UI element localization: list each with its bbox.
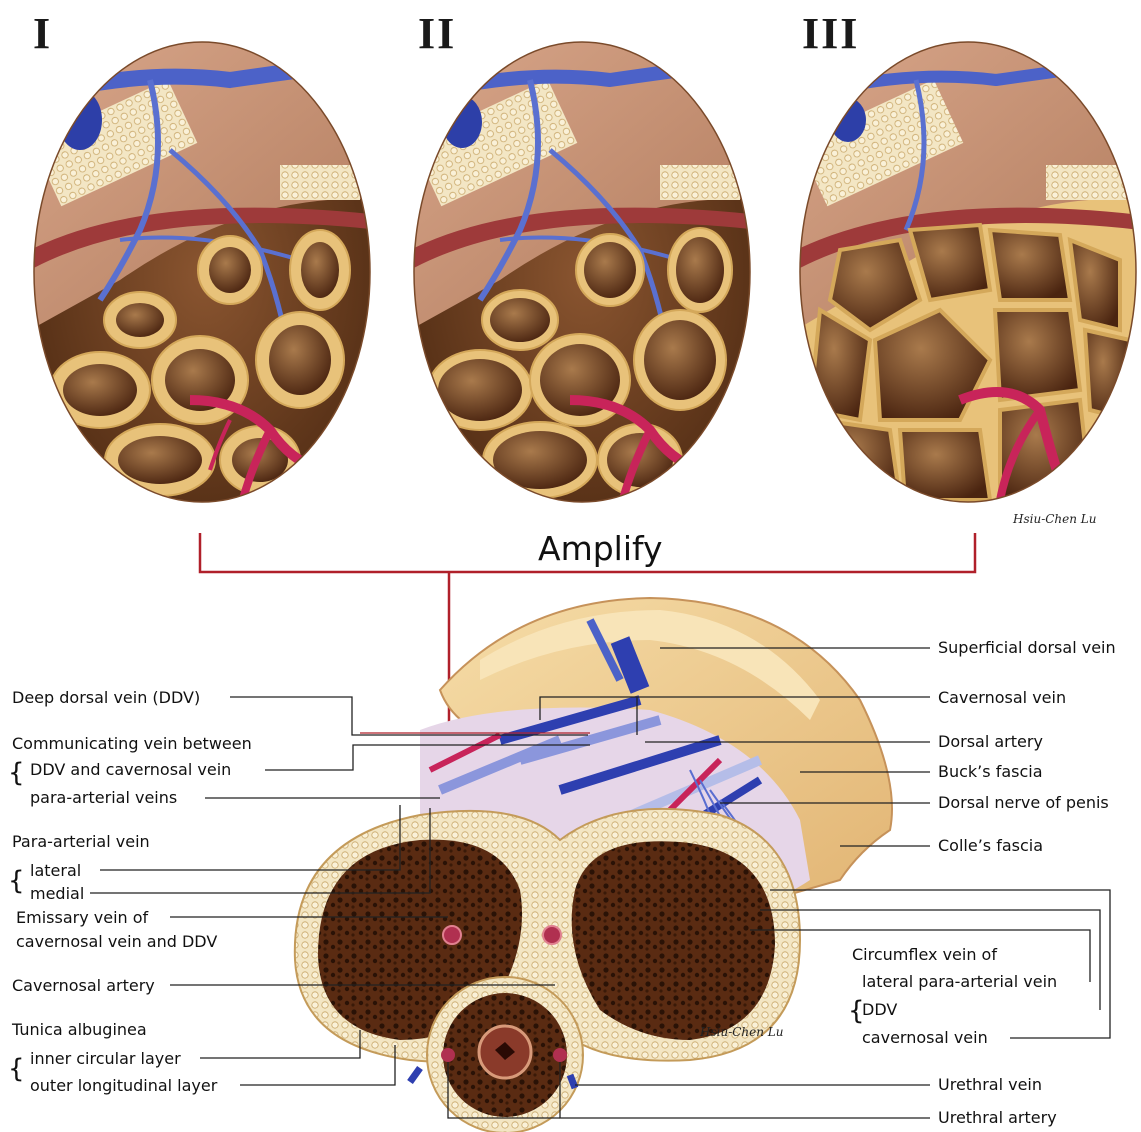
label-circ-ddv: DDV xyxy=(862,1000,897,1020)
label-superficial-dorsal-vein: Superficial dorsal vein xyxy=(938,638,1116,658)
label-communicating-vein: Communicating vein between xyxy=(12,734,252,754)
label-circumflex-vein: Circumflex vein of xyxy=(852,945,997,965)
panel-iii-label: III xyxy=(802,8,859,59)
label-urethral-artery: Urethral artery xyxy=(938,1108,1057,1128)
label-dorsal-nerve: Dorsal nerve of penis xyxy=(938,793,1109,813)
label-colles-fascia: Colle’s fascia xyxy=(938,836,1043,856)
label-cavernosal-vein: Cavernosal vein xyxy=(938,688,1066,708)
label-ddv-cavernosal: DDV and cavernosal vein xyxy=(30,760,231,780)
label-circ-cavernosal: cavernosal vein xyxy=(862,1028,988,1048)
label-outer-longitudinal-layer: outer longitudinal layer xyxy=(30,1076,217,1096)
label-urethral-vein: Urethral vein xyxy=(938,1075,1042,1095)
signature-bottom: Hsiu-Chen Lu xyxy=(700,1025,784,1039)
amplify-label: Amplify xyxy=(538,529,663,568)
label-para-arterial-vein: Para-arterial vein xyxy=(12,832,150,852)
label-bucks-fascia: Buck’s fascia xyxy=(938,762,1043,782)
brace-communicating: { xyxy=(8,760,25,786)
panel-i-label: I xyxy=(33,8,52,59)
signature-top: Hsiu-Chen Lu xyxy=(1013,512,1097,526)
label-medial: medial xyxy=(30,884,84,904)
panel-ii-label: II xyxy=(418,8,456,59)
label-dorsal-artery: Dorsal artery xyxy=(938,732,1043,752)
label-emissary-vein-1: Emissary vein of xyxy=(16,908,148,928)
label-circ-lateral: lateral para-arterial vein xyxy=(862,972,1057,992)
brace-tunica: { xyxy=(8,1056,25,1082)
label-emissary-vein-2: cavernosal vein and DDV xyxy=(16,932,217,952)
label-para-arterial-veins: para-arterial veins xyxy=(30,788,177,808)
label-inner-circular-layer: inner circular layer xyxy=(30,1049,181,1069)
label-tunica-albuginea: Tunica albuginea xyxy=(12,1020,147,1040)
label-cavernosal-artery: Cavernosal artery xyxy=(12,976,155,996)
label-deep-dorsal-vein: Deep dorsal vein (DDV) xyxy=(12,688,200,708)
cross-section-illustration xyxy=(295,598,892,1132)
brace-para-arterial: { xyxy=(8,868,25,894)
label-lateral: lateral xyxy=(30,861,81,881)
